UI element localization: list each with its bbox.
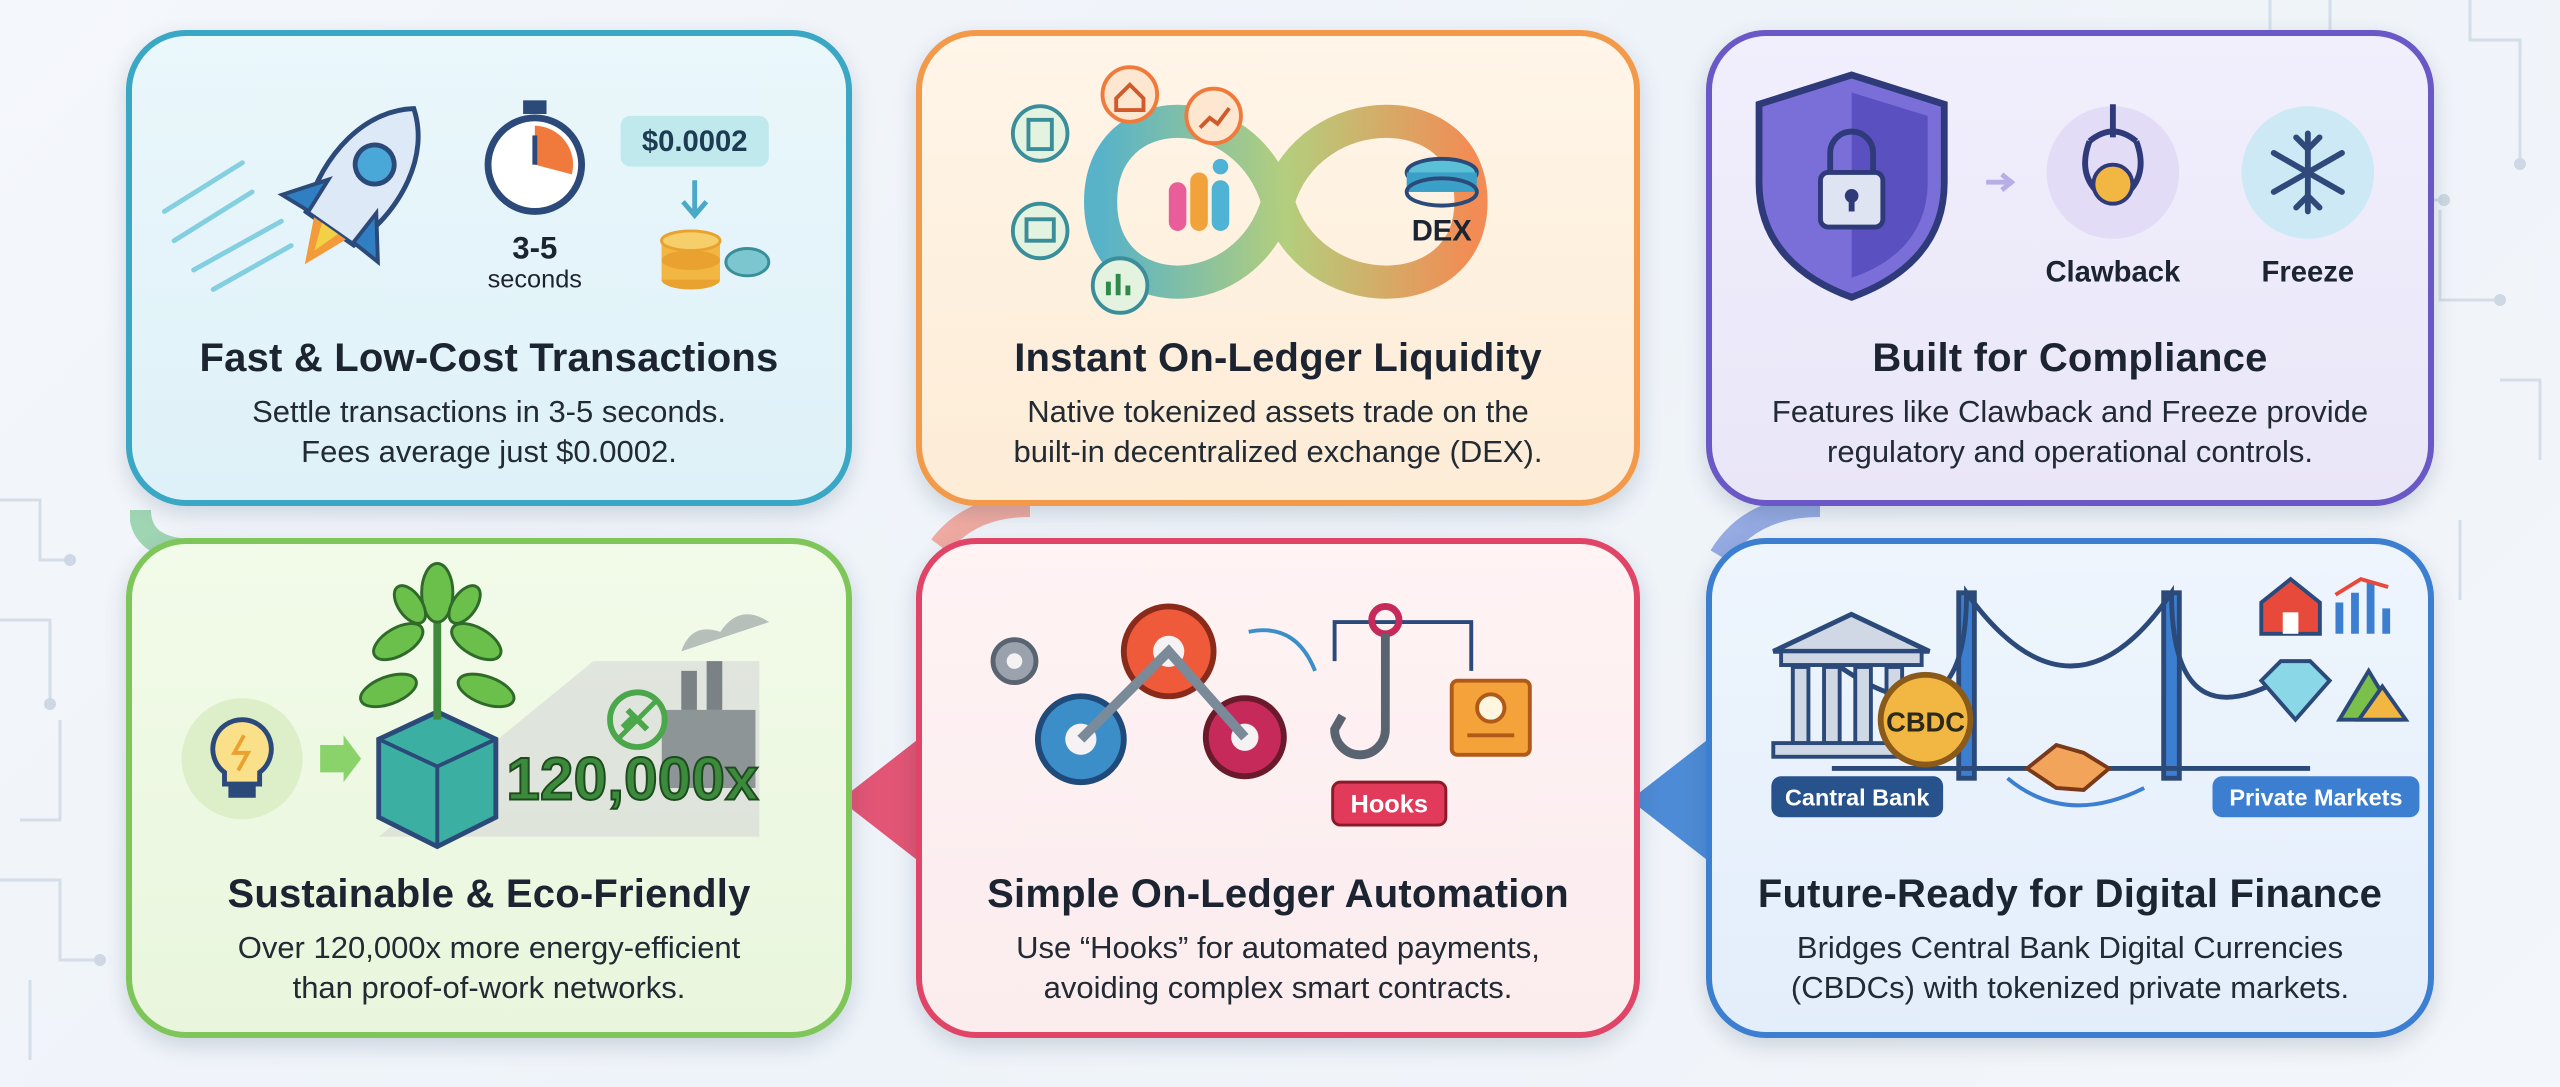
plug-icon [607,689,668,750]
plant-cube-icon [359,562,516,850]
document-icon [1010,104,1070,163]
card-description: Use “Hooks” for automated payments, avoi… [922,928,1634,1008]
desc-line: (CBDCs) with tokenized private markets. [1790,970,2350,1005]
card-fast-low-cost: 3-5 seconds $0.0002 Fast & Low-Cost Tran… [126,30,852,506]
card-description: Over 120,000x more energy-efficient than… [132,928,846,1008]
lightbulb-icon [181,698,303,820]
fast-illustration: 3-5 seconds $0.0002 [161,100,771,293]
claw-icon [2046,104,2180,239]
rocket-icon [277,106,421,267]
card-future-ready: CBDC Cantral Bank Private Markets Future… [1706,538,2434,1038]
card-description: Settle transactions in 3-5 seconds. Fees… [132,392,846,472]
central-bank-badge-bg [1771,776,1944,818]
snowflake-icon [2241,106,2375,239]
card-title: Future-Ready for Digital Finance [1757,872,2383,916]
right-arrow-icon [320,735,362,783]
desc-line: Features like Clawback and Freeze provid… [1771,394,2369,429]
connector-liquidity-automation [931,496,1031,553]
card-title: Built for Compliance [1872,336,2268,380]
desc-line: avoiding complex smart contracts. [1043,970,1513,1005]
compliance-illustration: Clawback Freeze [1755,71,2375,301]
cbdc-coin [1877,671,1974,768]
card-title: Fast & Low-Cost Transactions [199,336,779,380]
factory-icon [661,614,770,788]
desc-line: Settle transactions in 3-5 seconds. [252,394,726,429]
card-built-for-compliance: Clawback Freeze Built for Compliance Fea… [1706,30,2434,506]
cbdc-label: CBDC [1886,706,1965,737]
desc-line: Fees average just $0.0002. [301,434,677,469]
bar-chart-icon [1090,256,1150,315]
central-bank-label: Cantral Bank [1785,785,1930,811]
card-instant-liquidity: DEX Instant On-Ledger Liquidity Native t… [916,30,1640,506]
hook-icon [1330,603,1403,760]
right-arrow-icon [1986,172,2016,192]
card-title: Simple On-Ledger Automation [987,872,1569,916]
desc-line: Bridges Central Bank Digital Currencies [1796,930,2344,965]
card-sustainable-eco: 120,000x Sustainable & Eco-Friendly Over… [126,538,852,1038]
fee-badge: $0.0002 [642,126,748,158]
bank-icon [1771,611,1932,759]
card-description: Bridges Central Bank Digital Currencies … [1712,928,2428,1008]
future-illustration: CBDC Cantral Bank Private Markets [1771,576,2420,818]
desc-line: Native tokenized assets trade on the [1027,394,1529,429]
handshake-icon [2006,742,2146,808]
house-icon [1100,65,1160,124]
growth-chart-icon [2334,577,2391,634]
private-markets-label: Private Markets [2229,785,2402,811]
connector-automation-future [1630,730,1720,870]
fee-badge-bg [620,115,769,167]
hooks-label: Hooks [1351,790,1429,818]
coin-stack-icon [660,229,771,290]
chart-icon [1184,86,1243,146]
gear-icon [990,637,1039,686]
stopwatch-icon [484,100,586,215]
logo-icon [1168,158,1230,231]
image-icon [1010,201,1070,261]
efficiency-figure: 120,000x [506,745,759,813]
clawback-label: Clawback [2045,257,2181,289]
card-description: Features like Clawback and Freeze provid… [1712,392,2428,472]
card-title: Sustainable & Eco-Friendly [227,872,751,916]
desc-line: built-in decentralized exchange (DEX). [1013,434,1543,469]
automation-illustration: Hooks [990,603,1532,827]
desc-line: Use “Hooks” for automated payments, [1016,930,1540,965]
timer-unit: seconds [488,265,582,293]
speed-lines [161,160,294,292]
card-title: Instant On-Ledger Liquidity [1014,336,1542,380]
dex-label: DEX [1412,216,1473,248]
timer-value: 3-5 [512,230,557,265]
house-icon [2259,576,2322,636]
coin-icon [1404,156,1479,208]
connector-compliance-future [1710,496,1821,562]
hooks-badge-bg [1331,780,1448,827]
mountain-icon [2335,667,2410,722]
card-description: Native tokenized assets trade on the bui… [922,392,1634,472]
payment-icon [1449,678,1532,757]
desc-line: than proof-of-work networks. [292,970,686,1005]
private-markets-badge-bg [2212,776,2420,818]
diamond-icon [2258,659,2333,723]
card-simple-automation: Hooks Simple On-Ledger Automation Use “H… [916,538,1640,1038]
shield-lock-icon [1755,71,1948,301]
desc-line: Over 120,000x more energy-efficient [237,930,741,965]
freeze-label: Freeze [2262,257,2355,289]
liquidity-illustration: DEX [1010,65,1488,315]
desc-line: regulatory and operational controls. [1827,434,2313,469]
down-arrow-icon [681,180,709,220]
connector-sustainable-automation [840,730,930,870]
sustainable-illustration: 120,000x [181,562,770,850]
